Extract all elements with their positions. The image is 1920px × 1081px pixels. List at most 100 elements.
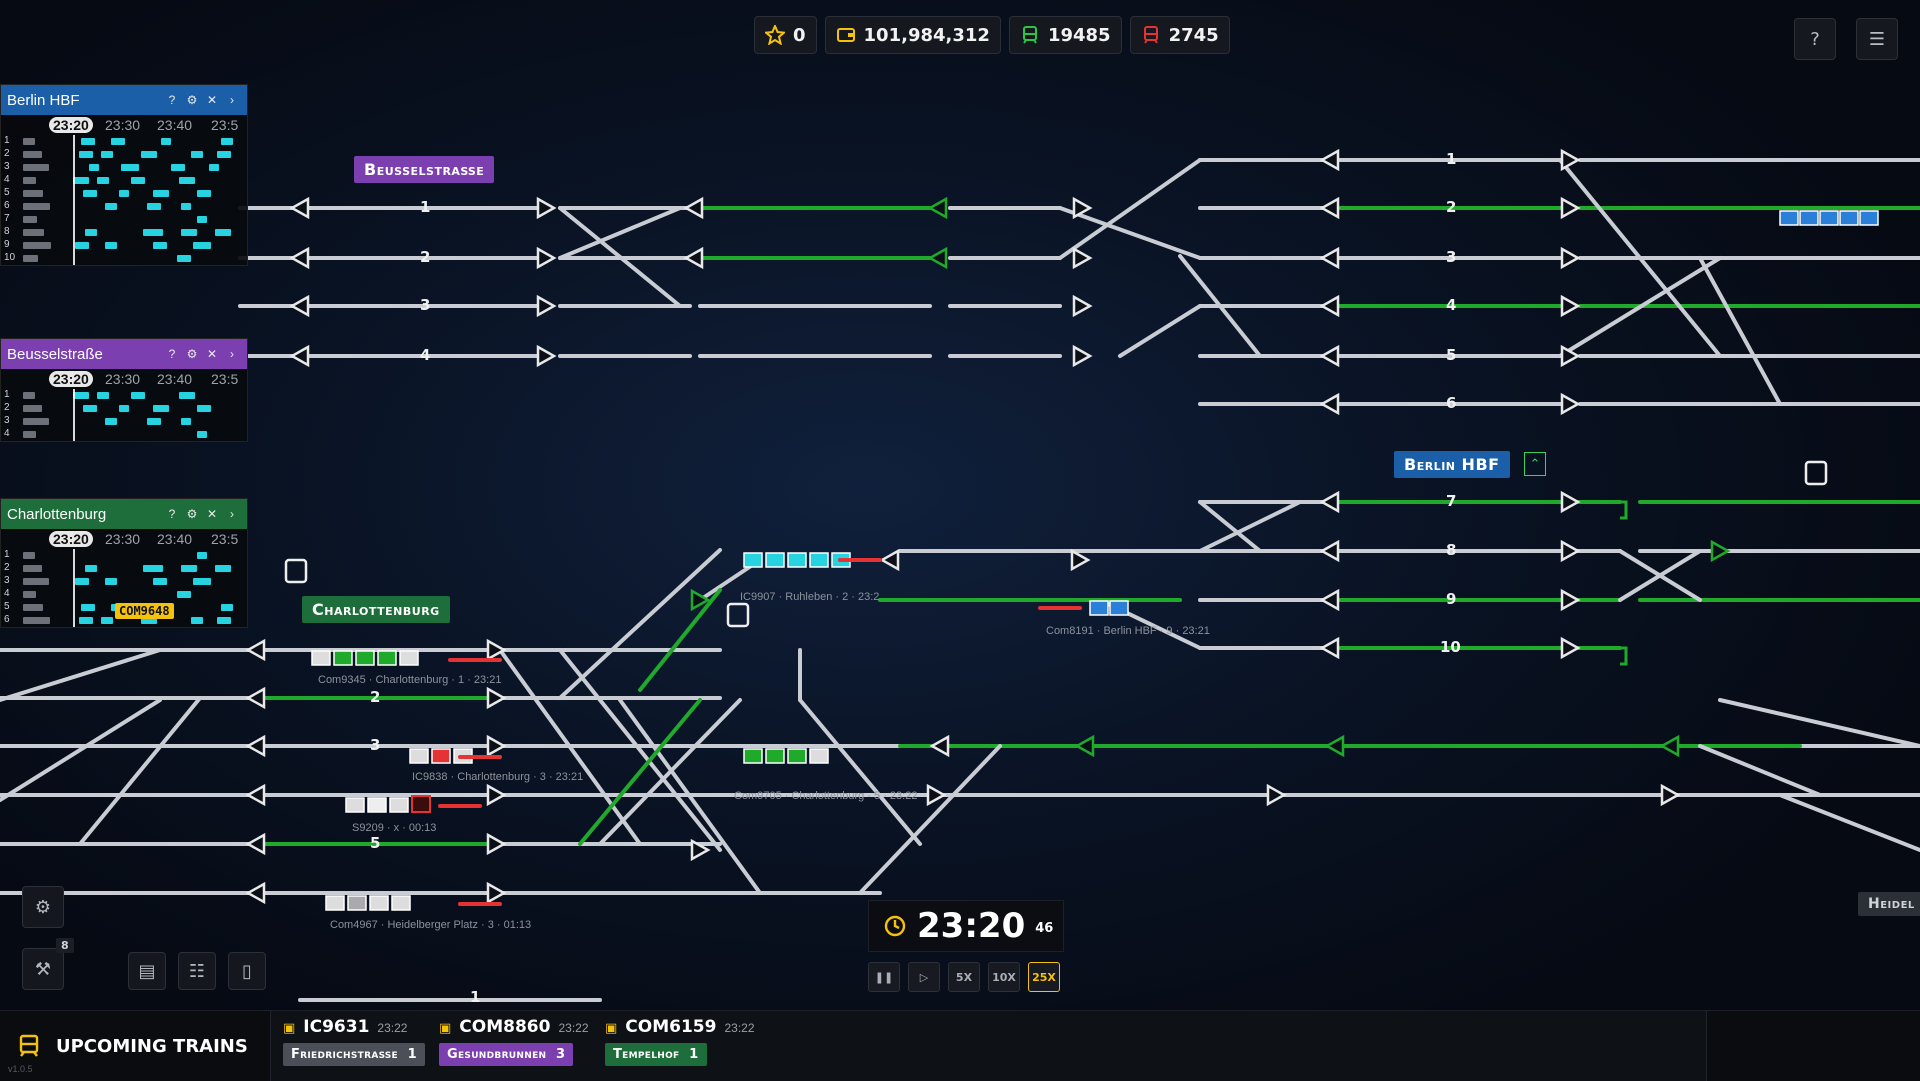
panel-row[interactable]: 1 — [1, 135, 247, 148]
scheduled-train-block[interactable] — [209, 164, 219, 171]
scheduled-train-block[interactable] — [119, 190, 129, 197]
scheduled-train-block[interactable] — [153, 578, 167, 585]
scheduled-train-block[interactable] — [177, 591, 191, 598]
speed-5x-button[interactable]: 5X — [948, 962, 980, 992]
scheduled-train-block[interactable] — [97, 177, 109, 184]
panel-row[interactable]: 2 — [1, 562, 247, 575]
panel-row[interactable]: 2 — [1, 148, 247, 161]
scheduled-train-block[interactable] — [105, 242, 117, 249]
scheduled-train-block[interactable] — [181, 418, 191, 425]
scheduled-train-block[interactable] — [215, 565, 231, 572]
close-icon[interactable]: ✕ — [206, 347, 218, 361]
scheduled-train-block[interactable] — [221, 138, 233, 145]
scheduled-train-block[interactable] — [119, 405, 129, 412]
scheduled-train-block[interactable] — [79, 151, 93, 158]
scheduled-train-block[interactable] — [197, 190, 211, 197]
scheduled-train-block[interactable] — [81, 138, 95, 145]
scheduled-train-block[interactable] — [193, 578, 211, 585]
panel-row[interactable]: 2 — [1, 402, 247, 415]
scheduled-train-block[interactable] — [105, 203, 117, 210]
help-circle-icon[interactable]: ? — [168, 93, 176, 107]
panel-row[interactable]: 4 — [1, 588, 247, 601]
scheduled-train-block[interactable] — [143, 565, 163, 572]
panel-row[interactable]: 10 — [1, 252, 247, 265]
scheduled-train-block[interactable] — [141, 617, 157, 624]
station-label-berlin-hbf[interactable]: Berlin HBF — [1394, 451, 1510, 478]
panel-row[interactable]: 7 — [1, 213, 247, 226]
close-icon[interactable]: ✕ — [206, 507, 218, 521]
scheduled-train-block[interactable] — [181, 565, 197, 572]
scheduled-train-block[interactable] — [75, 242, 89, 249]
scheduled-train-block[interactable] — [131, 392, 145, 399]
panel-header[interactable]: Charlottenburg ? ⚙ ✕ › — [1, 499, 247, 529]
scheduled-train-block[interactable] — [111, 138, 125, 145]
speed-10x-button[interactable]: 10X — [988, 962, 1020, 992]
help-circle-icon[interactable]: ? — [168, 347, 176, 361]
panel-row[interactable]: 6 — [1, 200, 247, 213]
speed-25x-button[interactable]: 25X — [1028, 962, 1060, 992]
scheduled-train-block[interactable] — [101, 617, 113, 624]
scheduled-train-block[interactable] — [81, 604, 95, 611]
cpu-button[interactable]: ⚙ — [22, 886, 64, 928]
scheduled-train-block[interactable] — [161, 138, 171, 145]
panel-row[interactable]: 5 — [1, 187, 247, 200]
scheduled-train-block[interactable] — [177, 255, 191, 262]
panel-row[interactable]: 1 — [1, 389, 247, 402]
panel-row[interactable]: 4 — [1, 428, 247, 441]
scheduled-train-block[interactable] — [181, 229, 197, 236]
panel-row[interactable]: 4 — [1, 174, 247, 187]
scheduled-train-block[interactable] — [197, 405, 211, 412]
panel-header[interactable]: Berlin HBF ? ⚙ ✕ › — [1, 85, 247, 115]
timetable-button[interactable]: ▤ — [128, 952, 166, 990]
scheduled-train-block[interactable] — [217, 617, 231, 624]
panel-header[interactable]: Beusselstraße ? ⚙ ✕ › — [1, 339, 247, 369]
upcoming-trains-header[interactable]: Upcoming Trains — [16, 1033, 248, 1059]
gear-icon[interactable]: ⚙ — [186, 507, 198, 521]
scheduled-train-block[interactable] — [191, 151, 203, 158]
document-button[interactable]: ▯ — [228, 952, 266, 990]
scheduled-train-block[interactable] — [97, 392, 109, 399]
scheduled-train-block[interactable] — [221, 604, 233, 611]
scheduled-train-block[interactable] — [147, 418, 161, 425]
chevron-right-icon[interactable]: › — [230, 347, 234, 361]
chevron-right-icon[interactable]: › — [230, 93, 234, 107]
scheduled-train-block[interactable] — [73, 177, 89, 184]
scheduled-train-block[interactable] — [79, 617, 93, 624]
scheduled-train-block[interactable] — [147, 203, 161, 210]
scheduled-train-block[interactable] — [215, 229, 231, 236]
panel-row[interactable]: 8 — [1, 226, 247, 239]
menu-button[interactable]: ☰ — [1856, 18, 1898, 60]
expand-up-icon[interactable]: ⌃ — [1524, 452, 1546, 476]
panel-row[interactable]: 3 — [1, 415, 247, 428]
scheduled-train-block[interactable] — [89, 164, 99, 171]
panel-row[interactable]: 6 — [1, 614, 247, 627]
help-button[interactable]: ? — [1794, 18, 1836, 60]
panel-row[interactable]: 3 — [1, 161, 247, 174]
scheduled-train-block[interactable] — [131, 177, 145, 184]
scheduled-train-block[interactable] — [101, 151, 113, 158]
scheduled-train-block[interactable] — [75, 578, 89, 585]
scheduled-train-block[interactable] — [143, 229, 163, 236]
scheduled-train-block[interactable] — [171, 164, 185, 171]
chevron-right-icon[interactable]: › — [230, 507, 234, 521]
scheduled-train-block[interactable] — [179, 177, 195, 184]
scheduled-train-block[interactable] — [73, 392, 89, 399]
gear-icon[interactable]: ⚙ — [186, 93, 198, 107]
station-label-beusselstrasse[interactable]: Beusselstraße — [354, 156, 495, 183]
scheduled-train-block[interactable] — [105, 418, 117, 425]
scheduled-train-block[interactable] — [121, 164, 139, 171]
workers-button[interactable]: ⚒ — [22, 948, 64, 990]
scheduled-train-block[interactable] — [153, 242, 167, 249]
scheduled-train-block[interactable] — [197, 431, 207, 438]
scheduled-train-block[interactable] — [181, 203, 191, 210]
scheduled-train-block[interactable] — [197, 552, 207, 559]
scheduled-train-block[interactable] — [85, 565, 97, 572]
scheduled-train-block[interactable] — [153, 190, 169, 197]
scheduled-train-block[interactable] — [85, 229, 97, 236]
scheduled-train-block[interactable] — [141, 151, 157, 158]
settings-sliders-button[interactable]: ☷ — [178, 952, 216, 990]
